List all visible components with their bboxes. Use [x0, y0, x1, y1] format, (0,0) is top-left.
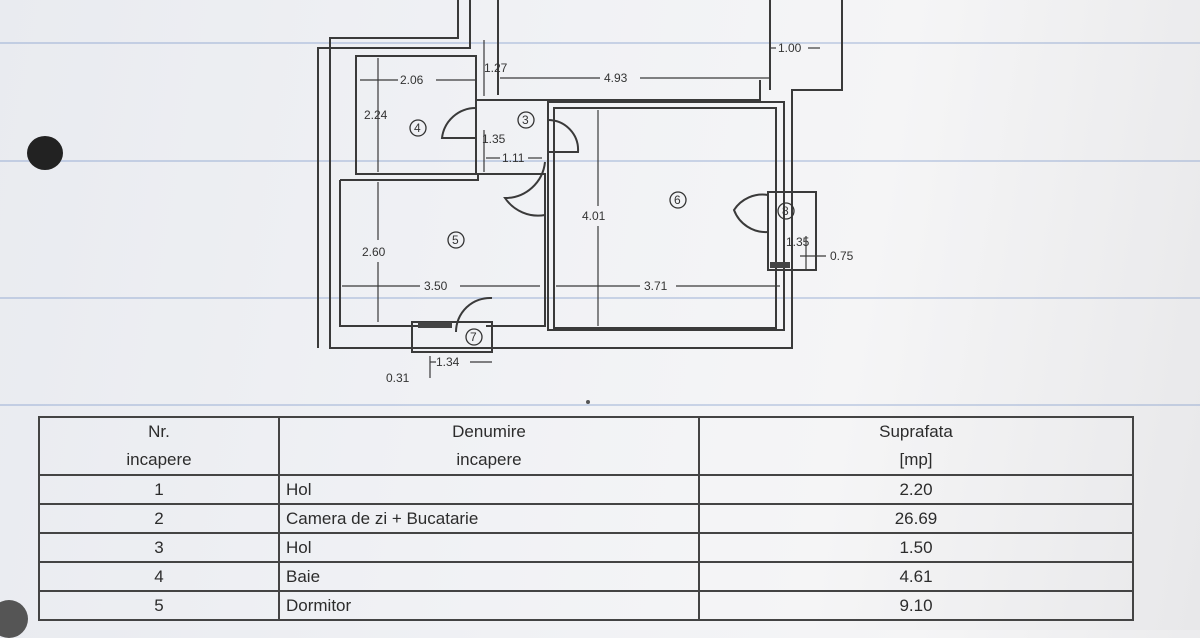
- outer-wall: [329, 0, 843, 349]
- door-swing: [440, 106, 477, 139]
- cell-nr: 2: [38, 503, 280, 534]
- dim-label: 0.31: [386, 371, 410, 385]
- cell-area: 26.69: [698, 503, 1134, 534]
- header-area-line2: [mp]: [899, 450, 933, 469]
- cell-nr: 5: [38, 590, 280, 621]
- cell-area: 4.61: [698, 561, 1134, 592]
- room-8-outline: [767, 191, 817, 271]
- room-5-outline: [339, 180, 418, 327]
- dim-label: 1.27: [484, 61, 508, 75]
- wall-fill: [418, 322, 452, 328]
- table-row: 4 Baie 4.61: [38, 561, 1134, 592]
- door-swing: [503, 161, 546, 217]
- dim-label: 4.01: [582, 209, 606, 223]
- floor-plan: 2.06 1.27 4.93 1.00 2.24 1.35 1.11 4.01 …: [317, 0, 854, 385]
- door-swing: [547, 118, 580, 153]
- header-area-line1: Suprafata: [879, 422, 953, 441]
- room-5-outline: [340, 173, 546, 327]
- dim-label: 2.60: [362, 245, 386, 259]
- table-row: 1 Hol 2.20: [38, 474, 1134, 505]
- paper-rule-line: [0, 297, 1200, 299]
- dim-label: 2.24: [364, 108, 388, 122]
- dim-label: 1.34: [436, 355, 460, 369]
- paper-rule-line: [0, 404, 1200, 406]
- cell-name: Camera de zi + Bucatarie: [278, 503, 700, 534]
- punch-hole: [0, 600, 28, 638]
- header-area: Suprafata [mp]: [698, 416, 1134, 476]
- dim-label: 1.11: [502, 151, 525, 165]
- dim-label: 1.35: [786, 235, 810, 249]
- cell-nr: 1: [38, 474, 280, 505]
- wall: [476, 80, 761, 101]
- cell-name: Hol: [278, 532, 700, 563]
- dim-label: 2.06: [400, 73, 424, 87]
- paper-rule-line: [0, 42, 1200, 44]
- room-marker: 6: [674, 193, 681, 207]
- dim-label: 4.93: [604, 71, 628, 85]
- table-header-row: Nr. incapere Denumire incapere Suprafata…: [38, 416, 1134, 476]
- outer-wall-inner: [317, 0, 471, 348]
- dim-label: 3.50: [424, 279, 448, 293]
- dim-label: 1.35: [482, 132, 506, 146]
- door-swing: [454, 296, 493, 333]
- wall-fill: [770, 262, 790, 268]
- table-row: 3 Hol 1.50: [38, 532, 1134, 563]
- cell-name: Dormitor: [278, 590, 700, 621]
- header-name-line1: Denumire: [452, 422, 526, 441]
- header-nr: Nr. incapere: [38, 416, 280, 476]
- room-6-outline: [547, 101, 785, 331]
- room-marker: 7: [470, 330, 477, 344]
- header-name: Denumire incapere: [278, 416, 700, 476]
- cell-area: 9.10: [698, 590, 1134, 621]
- door-swing: [732, 193, 769, 234]
- room-marker: 4: [414, 121, 421, 135]
- room-marker: 5: [452, 233, 459, 247]
- room-marker: 8: [782, 204, 789, 218]
- dim-label: 1.00: [778, 41, 802, 55]
- cell-name: Baie: [278, 561, 700, 592]
- dim-label: 3.71: [644, 279, 668, 293]
- header-nr-line1: Nr.: [148, 422, 170, 441]
- cell-area: 1.50: [698, 532, 1134, 563]
- room-4-outline: [355, 55, 477, 175]
- cell-area: 2.20: [698, 474, 1134, 505]
- punch-hole: [27, 136, 63, 170]
- ink-dot: [586, 400, 590, 404]
- table-row: 5 Dormitor 9.10: [38, 590, 1134, 621]
- header-name-line2: incapere: [456, 450, 522, 469]
- paper-rule-line: [0, 160, 1200, 162]
- cell-nr: 3: [38, 532, 280, 563]
- header-nr-line2: incapere: [126, 450, 192, 469]
- room-6-inner: [553, 107, 777, 329]
- room-area-table: Nr. incapere Denumire incapere Suprafata…: [38, 416, 1134, 621]
- cell-name: Hol: [278, 474, 700, 505]
- table-row: 2 Camera de zi + Bucatarie 26.69: [38, 503, 1134, 534]
- dim-label: 0.75: [830, 249, 854, 263]
- cell-nr: 4: [38, 561, 280, 592]
- room-marker: 3: [522, 113, 529, 127]
